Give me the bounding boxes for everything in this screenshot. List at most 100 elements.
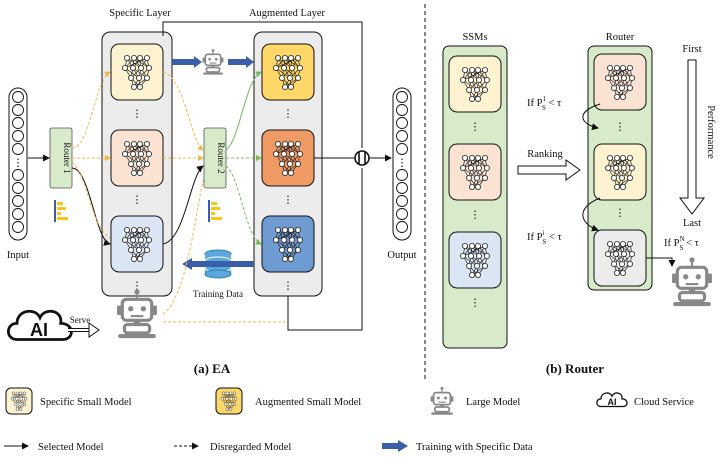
output-cell xyxy=(396,143,408,155)
svg-text:⋮: ⋮ xyxy=(615,208,626,219)
training-data-label: Training Data xyxy=(193,289,243,299)
output-cell xyxy=(396,130,408,142)
ssm-model-2 xyxy=(448,143,502,201)
router-model-n xyxy=(593,229,647,287)
svg-text:If P1S < τ: If P1S < τ xyxy=(527,95,561,112)
caption-b: (b) Router xyxy=(546,361,604,376)
output-cell xyxy=(396,91,408,103)
legend-disregarded-model: Disregarded Model xyxy=(174,442,291,453)
output-cell xyxy=(396,117,408,129)
svg-text:Large Model: Large Model xyxy=(466,397,520,408)
svg-text:⋮: ⋮ xyxy=(132,195,143,206)
svg-text:⋮: ⋮ xyxy=(283,109,294,120)
specific-model-1 xyxy=(110,43,164,101)
svg-text:⋮: ⋮ xyxy=(283,195,294,206)
input-cell xyxy=(12,208,24,220)
svg-text:⋮: ⋮ xyxy=(470,210,481,221)
ssms-label: SSMs xyxy=(462,32,487,43)
svg-text:Training with Specific Data: Training with Specific Data xyxy=(416,442,533,453)
router-1-bars-icon xyxy=(54,200,68,222)
input-cell xyxy=(12,169,24,181)
output-vector: ⋮ xyxy=(392,87,412,241)
augmented-model-n xyxy=(261,215,315,273)
augmented-layer-label: Augmented Layer xyxy=(249,8,326,19)
output-cell xyxy=(396,182,408,194)
svg-text:Selected Model: Selected Model xyxy=(38,442,104,453)
output-ellipsis: ⋮ xyxy=(397,158,408,169)
cloud-service-icon: AI xyxy=(6,309,73,341)
large-model-robot-bottom xyxy=(115,287,159,340)
output-label: Output xyxy=(387,250,416,261)
svg-text:AI: AI xyxy=(608,397,617,407)
input-vector: ⋮ xyxy=(8,87,28,241)
svg-text:⋮: ⋮ xyxy=(132,281,143,292)
svg-text:⋮: ⋮ xyxy=(470,122,481,133)
panel-b: SSMs ⋮ ⋮ ⋮ Ranking Router ⋮ xyxy=(442,32,716,376)
input-cell xyxy=(12,195,24,207)
performance-label: Performance xyxy=(705,105,716,159)
ranking-label: Ranking xyxy=(527,149,563,160)
input-cell xyxy=(12,91,24,103)
svg-text:If PNS < τ: If PNS < τ xyxy=(664,235,699,252)
concat-symbol xyxy=(354,150,370,166)
router-label: Router xyxy=(606,32,635,43)
specific-model-n xyxy=(110,215,164,273)
svg-text:If PiS < τ: If PiS < τ xyxy=(527,229,562,246)
svg-text:AI: AI xyxy=(30,320,48,340)
output-cell xyxy=(396,221,408,233)
augmented-model-1 xyxy=(261,43,315,101)
input-label: Input xyxy=(7,250,29,261)
input-cell xyxy=(12,143,24,155)
legend-large-model: Large Model xyxy=(429,385,520,416)
legend-cloud-service: AI Cloud Service xyxy=(596,392,694,408)
serve-label: Serve xyxy=(70,315,91,325)
first-label: First xyxy=(682,44,701,55)
ranking-arrow xyxy=(517,159,581,181)
augmented-model-2 xyxy=(261,129,315,187)
specific-model-2 xyxy=(110,129,164,187)
router-1: Router 1 xyxy=(49,127,73,189)
legend-augmented-small-model: Augmented Small Model xyxy=(215,387,361,415)
specific-layer-label: Specific Layer xyxy=(109,8,171,19)
svg-text:Cloud Service: Cloud Service xyxy=(634,397,694,408)
large-model-robot-router xyxy=(670,255,714,308)
input-cell xyxy=(12,182,24,194)
legend-selected-model: Selected Model xyxy=(4,442,104,453)
input-ellipsis: ⋮ xyxy=(13,158,24,169)
large-model-robot-top xyxy=(201,48,225,76)
svg-text:⋮: ⋮ xyxy=(283,281,294,292)
router-2-bars-icon xyxy=(208,200,222,222)
router-model-1 xyxy=(593,53,647,111)
svg-text:Disregarded Model: Disregarded Model xyxy=(210,442,291,453)
router-2-label: Router 2 xyxy=(216,142,226,173)
input-cell xyxy=(12,221,24,233)
router-1-label: Router 1 xyxy=(62,142,72,173)
svg-text:⋮: ⋮ xyxy=(615,122,626,133)
output-cell xyxy=(396,208,408,220)
input-cell xyxy=(12,130,24,142)
svg-text:Specific Small Model: Specific Small Model xyxy=(40,397,132,408)
performance-arrow xyxy=(679,59,705,215)
router-2: Router 2 xyxy=(203,127,227,189)
output-cell xyxy=(396,104,408,116)
last-label: Last xyxy=(683,218,701,229)
output-cell xyxy=(396,195,408,207)
legend-training-specific: Training with Specific Data xyxy=(382,440,533,453)
ssm-model-n xyxy=(448,231,502,289)
input-cell xyxy=(12,104,24,116)
svg-text:Augmented Small Model: Augmented Small Model xyxy=(255,397,361,408)
svg-text:⋮: ⋮ xyxy=(470,298,481,309)
router-model-2 xyxy=(593,143,647,201)
panel-a: ⋮ Input Router 1 Specific Layer ⋮ ⋮ xyxy=(7,8,417,376)
output-cell xyxy=(396,169,408,181)
svg-text:⋮: ⋮ xyxy=(132,109,143,120)
legend-specific-small-model: Specific Small Model xyxy=(5,387,132,415)
caption-a: (a) EA xyxy=(194,361,231,376)
legend: Specific Small Model Augmented Small Mod… xyxy=(4,385,694,453)
ssm-model-1 xyxy=(448,55,502,113)
input-cell xyxy=(12,117,24,129)
